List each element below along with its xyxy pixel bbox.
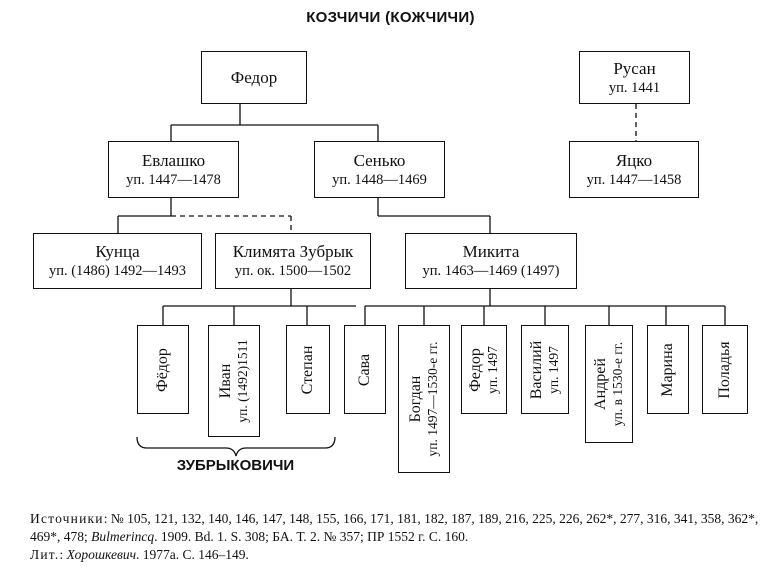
- person-dates: уп. 1447—1478: [126, 171, 221, 188]
- literature-label: Лит.: [30, 547, 60, 562]
- person-dates: уп. 1447—1458: [586, 171, 682, 188]
- person-name: Богдан: [407, 375, 424, 423]
- person-dates: уп. 1463—1469 (1497): [422, 263, 560, 279]
- person-sava: Сава: [344, 325, 386, 414]
- person-dates: уп. 1448—1469: [332, 171, 427, 188]
- person-andrey: Андрей уп. в 1530-е гг.: [585, 325, 633, 443]
- person-vasily: Василий уп. 1497: [521, 325, 569, 414]
- person-name: Федор: [467, 347, 484, 392]
- person-dates: уп. 1497—1530-е гг.: [425, 341, 440, 457]
- sources-line: Источники: № 105, 121, 132, 140, 146, 14…: [30, 510, 770, 546]
- person-fyodor-son: Фёдор: [137, 325, 189, 414]
- person-fedor-mikitich: Федор уп. 1497: [461, 325, 507, 414]
- person-name: Марина: [659, 342, 676, 397]
- person-yatsko: Яцко уп. 1447—1458: [569, 141, 699, 198]
- literature-text: . 1977а. С. 146–149.: [136, 547, 249, 562]
- person-name: Сенько: [353, 150, 406, 170]
- literature-author: Хорошкевич: [66, 547, 137, 562]
- person-name: Иван: [217, 363, 234, 399]
- group-label-zubrykovichi: ЗУБРЫКОВИЧИ: [176, 457, 295, 474]
- person-dates: уп. 1497: [485, 345, 500, 394]
- person-ivan: Иван уп. (1492)1511: [208, 325, 260, 437]
- person-dates: уп. 1441: [608, 79, 661, 96]
- person-name: Поладья: [716, 340, 733, 399]
- person-name: Степан: [299, 345, 316, 394]
- sources-label: Источники: [30, 511, 104, 526]
- person-dates: уп. (1486) 1492—1493: [48, 263, 187, 279]
- person-fedor-root: Федор: [201, 51, 307, 104]
- person-dates: уп. в 1530-е гг.: [610, 341, 625, 427]
- person-kuntsa: Кунца уп. (1486) 1492—1493: [33, 233, 202, 289]
- person-name: Климята Зубрык: [232, 242, 354, 261]
- sources-text: : № 105, 121, 132, 140, 146, 147, 148, 1…: [30, 511, 759, 544]
- person-mikita: Микита уп. 1463—1469 (1497): [405, 233, 577, 289]
- person-name: Сава: [356, 353, 373, 386]
- person-name: Микита: [462, 242, 520, 261]
- person-dates: уп. 1497: [546, 345, 561, 394]
- person-poladya: Поладья: [702, 325, 748, 414]
- person-stepan: Степан: [286, 325, 330, 414]
- person-dates: уп. ок. 1500—1502: [234, 263, 352, 279]
- person-name: Андрей: [592, 358, 609, 410]
- person-name: Евлашко: [141, 150, 206, 170]
- footer-notes: Источники: № 105, 121, 132, 140, 146, 14…: [30, 510, 770, 564]
- person-name: Русан: [613, 58, 656, 78]
- person-dates: уп. (1492)1511: [235, 339, 250, 423]
- sources-author: Bulmerincq: [91, 529, 155, 544]
- literature-separator: :: [59, 547, 67, 562]
- person-name: Василий: [528, 340, 545, 399]
- sources-text-end: . 1909. Bd. 1. S. 308; БА. Т. 2. № 357; …: [154, 529, 469, 544]
- person-evlashko: Евлашко уп. 1447—1478: [108, 141, 239, 198]
- chart-title: КОЗЧИЧИ (КОЖЧИЧИ): [306, 9, 475, 26]
- person-name: Яцко: [615, 150, 653, 170]
- person-senko: Сенько уп. 1448—1469: [314, 141, 445, 198]
- person-klimyata: Климята Зубрык уп. ок. 1500—1502: [215, 233, 371, 289]
- literature-line: Лит.: Хорошкевич. 1977а. С. 146–149.: [30, 546, 770, 564]
- person-rusan: Русан уп. 1441: [579, 51, 690, 104]
- person-name: Кунца: [95, 242, 140, 261]
- person-name: Федор: [230, 67, 278, 87]
- person-marina: Марина: [647, 325, 689, 414]
- person-bogdan: Богдан уп. 1497—1530-е гг.: [398, 325, 450, 473]
- person-name: Фёдор: [154, 347, 171, 392]
